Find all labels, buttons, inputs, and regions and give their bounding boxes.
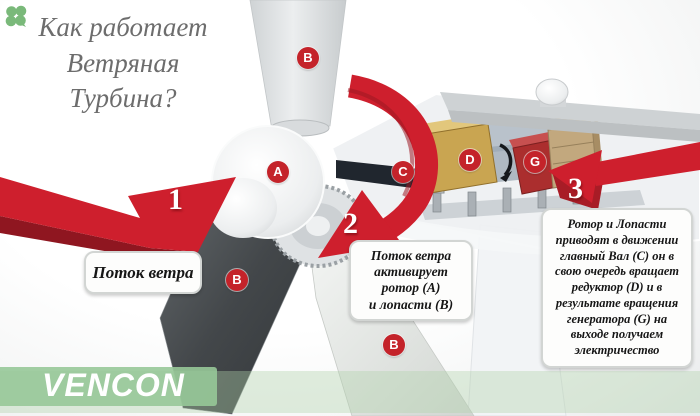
callout-activation-line: и лопасти (B)	[368, 296, 454, 312]
callout-activation-line: активирует	[374, 264, 448, 280]
callout-activation: Поток ветра активирует ротор (A) и лопас…	[349, 240, 473, 321]
marker-blade-b-left: B	[226, 269, 248, 291]
pitch-ring-center	[306, 216, 330, 236]
marker-rotor-a: A	[267, 161, 289, 183]
nacelle-roof	[440, 78, 700, 142]
step-number-3: 3	[568, 172, 583, 205]
step-number-2: 2	[343, 207, 358, 240]
blade-top	[249, 0, 347, 131]
logo-text: VENCON	[42, 367, 185, 403]
clover-icon	[1, 1, 31, 31]
marker-blade-b-bottom: B	[383, 334, 405, 356]
logo-banner	[0, 367, 217, 406]
title-line-3: Турбина?	[69, 83, 177, 114]
rotation-arrow-small	[499, 143, 513, 177]
callout-generation: Ротор и Лопасти приводят в движении глав…	[541, 208, 693, 368]
rotation-arrow-small-head	[500, 171, 512, 182]
power-arrow	[548, 142, 700, 210]
marker-blade-b-top: B	[297, 47, 319, 69]
marker-generator-g: G	[524, 151, 546, 173]
marker-shaft-c: C	[392, 161, 414, 183]
callout-activation-line: ротор (A)	[381, 280, 441, 296]
callout-wind-flow: Поток ветра	[84, 251, 202, 294]
title-line-1: Как работает	[38, 12, 208, 42]
roof-dome	[535, 78, 569, 106]
wind-arrow	[0, 177, 236, 262]
callout-activation-line: Поток ветра	[370, 248, 452, 263]
page-title: Как работает Ветряная Турбина?	[8, 10, 238, 117]
transformer-detail-line	[551, 141, 595, 149]
step-number-1: 1	[168, 183, 183, 216]
generator-top	[509, 132, 553, 148]
title-line-2: Ветряная	[66, 47, 180, 78]
marker-gearbox-d: D	[459, 149, 481, 171]
